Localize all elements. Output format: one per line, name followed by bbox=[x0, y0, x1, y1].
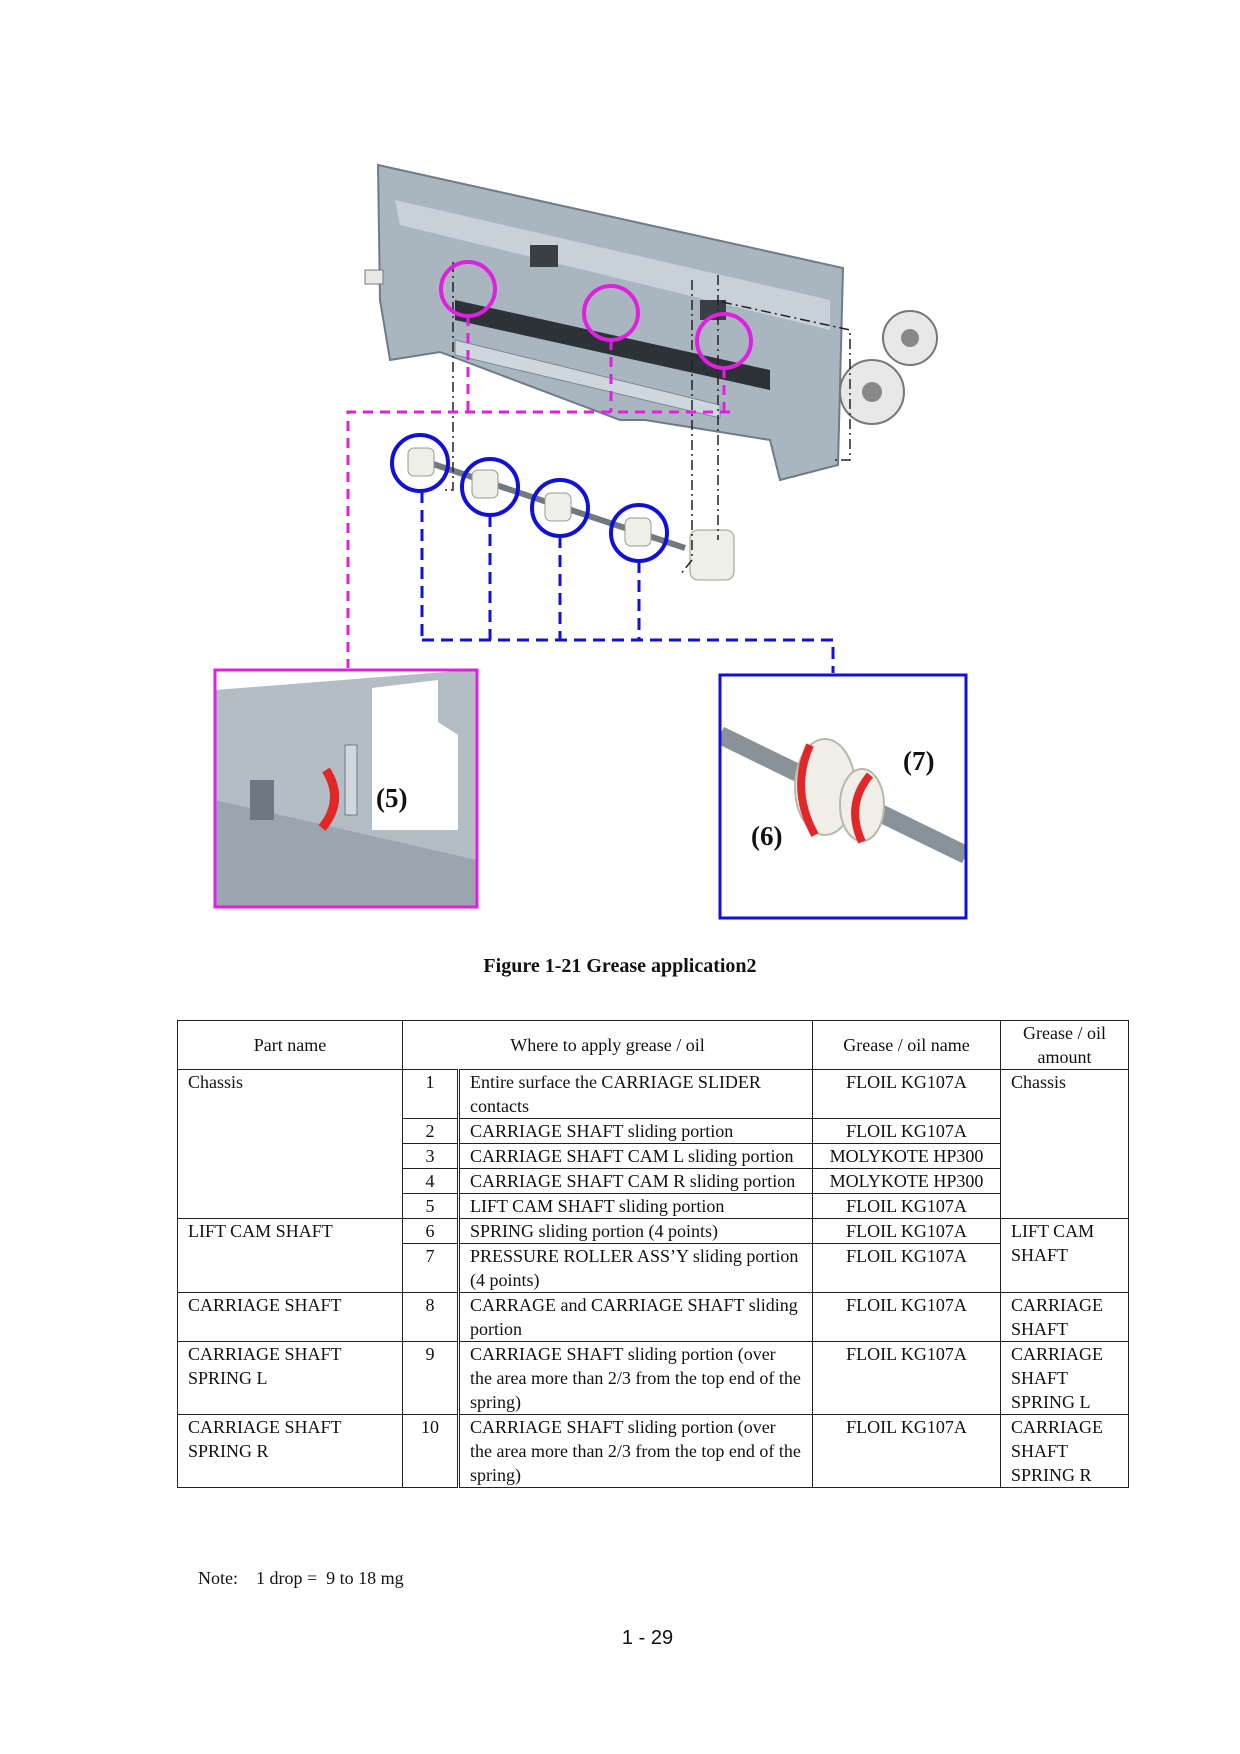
apply-location: SPRING sliding portion (4 points) bbox=[457, 1218, 813, 1244]
detail-box-chassis: (5) bbox=[213, 668, 479, 909]
grease-application-table: Part name Where to apply grease / oil Gr… bbox=[177, 1020, 1129, 1488]
item-number: 10 bbox=[402, 1414, 459, 1488]
table-row: Chassis 1 Entire surface the CARRIAGE SL… bbox=[177, 1069, 1129, 1219]
grease-name: FLOIL KG107A bbox=[812, 1414, 1001, 1488]
apply-location: Entire surface the CARRIAGE SLIDER conta… bbox=[457, 1069, 813, 1119]
lift-cam-shaft-illustration bbox=[407, 447, 735, 581]
grease-name: FLOIL KG107A bbox=[812, 1292, 1001, 1342]
table-note: Note: 1 drop = 9 to 18 mg bbox=[198, 1568, 404, 1588]
table-row: CARRIAGE SHAFT SPRING R 10 CARRIAGE SHAF… bbox=[177, 1414, 1129, 1488]
item-number: 8 bbox=[402, 1292, 459, 1342]
part-name-cell: CARRIAGE SHAFT bbox=[177, 1292, 403, 1342]
item-number: 2 bbox=[402, 1118, 459, 1144]
header-part-name: Part name bbox=[177, 1020, 403, 1070]
grease-amount: CARRIAGE SHAFT SPRING R bbox=[1000, 1414, 1129, 1488]
leader-lines bbox=[445, 262, 851, 576]
apply-location: CARRIAGE SHAFT CAM L sliding portion bbox=[457, 1143, 813, 1169]
grease-name: FLOIL KG107A bbox=[812, 1341, 1001, 1415]
item-number: 5 bbox=[402, 1193, 459, 1219]
callout-7: (7) bbox=[903, 746, 934, 776]
apply-location: CARRIAGE SHAFT sliding portion bbox=[457, 1118, 813, 1144]
item-number: 7 bbox=[402, 1243, 459, 1293]
table-row: LIFT CAM SHAFT 6 SPRING sliding portion … bbox=[177, 1218, 1129, 1293]
grease-name: FLOIL KG107A bbox=[812, 1243, 1001, 1293]
table-row: 7 PRESSURE ROLLER ASS’Y sliding portion … bbox=[178, 1243, 1129, 1293]
grease-name: MOLYKOTE HP300 bbox=[812, 1143, 1001, 1169]
grease-application-figure: (5) (7) (6) bbox=[213, 163, 968, 920]
item-number: 6 bbox=[402, 1218, 459, 1244]
grease-amount: LIFT CAM SHAFT bbox=[1000, 1218, 1129, 1293]
table-row: CARRIAGE SHAFT SPRING L 9 CARRIAGE SHAFT… bbox=[177, 1341, 1129, 1415]
part-name-cell: CARRIAGE SHAFT SPRING L bbox=[177, 1341, 403, 1415]
header-grease-name: Grease / oil name bbox=[812, 1020, 1001, 1070]
grease-name: MOLYKOTE HP300 bbox=[812, 1168, 1001, 1194]
grease-amount: CARRIAGE SHAFT SPRING L bbox=[1000, 1341, 1129, 1415]
item-number: 9 bbox=[402, 1341, 459, 1415]
grease-amount: Chassis bbox=[1000, 1069, 1129, 1219]
header-grease-amount: Grease / oil amount bbox=[1000, 1020, 1129, 1070]
item-number: 4 bbox=[402, 1168, 459, 1194]
header-where-to-apply: Where to apply grease / oil bbox=[402, 1020, 813, 1070]
apply-location: CARRIAGE SHAFT sliding portion (over the… bbox=[457, 1414, 813, 1488]
table-row: 2 CARRIAGE SHAFT sliding portion FLOIL K… bbox=[178, 1118, 1129, 1144]
blue-leader-lines bbox=[420, 491, 835, 673]
chassis-illustration bbox=[364, 163, 938, 482]
apply-location: CARRAGE and CARRIAGE SHAFT sliding porti… bbox=[457, 1292, 813, 1342]
grease-name: FLOIL KG107A bbox=[812, 1218, 1001, 1244]
item-number: 3 bbox=[402, 1143, 459, 1169]
grease-name: FLOIL KG107A bbox=[812, 1118, 1001, 1144]
grease-amount: CARRIAGE SHAFT bbox=[1000, 1292, 1129, 1342]
page-number: 1 - 29 bbox=[621, 1627, 674, 1649]
grease-name: FLOIL KG107A bbox=[812, 1193, 1001, 1219]
apply-location: CARRIAGE SHAFT CAM R sliding portion bbox=[457, 1168, 813, 1194]
figure-caption: Figure 1-21 Grease application2 bbox=[483, 955, 757, 977]
part-name-cell: CARRIAGE SHAFT SPRING R bbox=[177, 1414, 403, 1488]
apply-location: PRESSURE ROLLER ASS’Y sliding portion (4… bbox=[457, 1243, 813, 1293]
detail-box-lift-cam-shaft: (7) (6) bbox=[718, 673, 968, 920]
apply-location: CARRIAGE SHAFT sliding portion (over the… bbox=[457, 1341, 813, 1415]
table-header-row: Part name Where to apply grease / oil Gr… bbox=[177, 1020, 1129, 1070]
table-row: 4 CARRIAGE SHAFT CAM R sliding portion M… bbox=[178, 1168, 1129, 1194]
apply-location: LIFT CAM SHAFT sliding portion bbox=[457, 1193, 813, 1219]
table-row: CARRIAGE SHAFT 8 CARRAGE and CARRIAGE SH… bbox=[177, 1292, 1129, 1342]
part-name-cell: Chassis bbox=[177, 1069, 403, 1219]
part-name-cell: LIFT CAM SHAFT bbox=[177, 1218, 403, 1293]
magenta-leader-lines bbox=[346, 316, 730, 668]
grease-name: FLOIL KG107A bbox=[812, 1069, 1001, 1119]
item-number: 1 bbox=[402, 1069, 459, 1119]
callout-5: (5) bbox=[376, 783, 407, 813]
callout-6: (6) bbox=[751, 821, 782, 851]
